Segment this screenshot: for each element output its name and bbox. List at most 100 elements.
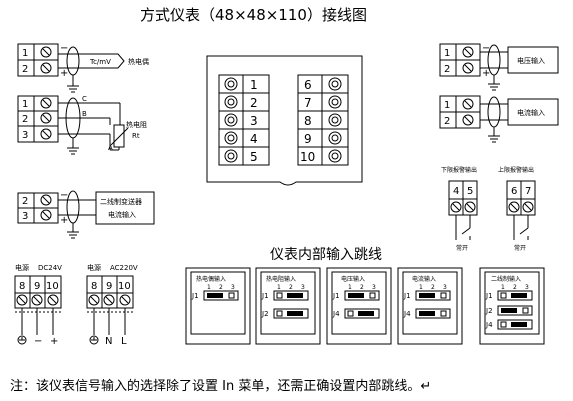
tc-probe	[88, 53, 125, 69]
curr-source-box	[507, 98, 559, 126]
volt-terminal-2: 2	[444, 64, 450, 75]
thermocouple-block: 1 2 − + Tc/mV 热电偶	[17, 43, 149, 93]
jumper-j4-label: J4	[403, 310, 411, 318]
twowire-minus: −	[60, 190, 68, 201]
volt-minus: −	[482, 43, 490, 54]
jumper-section-title: 仪表内部输入跳线	[270, 247, 382, 263]
rtd-label-b: B	[82, 110, 87, 118]
power-dc-label: 电源	[15, 263, 29, 272]
svg-text:2: 2	[219, 284, 223, 291]
jumper-j2-label: J2	[261, 310, 269, 318]
alarm-high-contact: 常开	[514, 244, 526, 252]
svg-text:1: 1	[501, 284, 505, 291]
page-title: 方式仪表（48×48×110）接线图	[140, 6, 367, 24]
rtd-resistor	[113, 124, 125, 148]
svg-text:3: 3	[525, 284, 529, 291]
volt-source-box	[507, 46, 559, 74]
rtd-label-c: C	[82, 95, 87, 103]
twowire-label-2: 电流输入	[108, 210, 136, 219]
svg-text:3: 3	[372, 284, 376, 291]
panel-terminal-8: 8	[304, 114, 312, 128]
rtd-terminal-2: 2	[22, 114, 28, 125]
tc-sensor-label: 热电偶	[128, 57, 149, 66]
jumper-title: 电压输入	[341, 275, 365, 283]
alarm-high-terminal-6: 6	[511, 186, 517, 197]
jumper-j1-label: J1	[332, 292, 340, 300]
power-ac-terminal-strip	[86, 275, 134, 309]
svg-text:2: 2	[360, 284, 364, 291]
curr-terminal-2: 2	[444, 116, 450, 127]
jumper-j1-label: J1	[485, 292, 493, 300]
volt-plus: +	[482, 68, 490, 79]
svg-text:3: 3	[231, 284, 235, 291]
twowire-plus: +	[60, 215, 68, 226]
alarm-low-terminal-5: 5	[467, 186, 473, 197]
footnote: 注：该仪表信号输入的选择除了设置 In 菜单，还需正确设置内部跳线。↵	[10, 378, 431, 394]
panel-terminal-5: 5	[250, 150, 258, 164]
jumper-j2-label: J2	[485, 307, 493, 315]
power-dc-plus: +	[50, 336, 58, 347]
earth-icon	[89, 335, 99, 345]
alarm-high-terminal-7: 7	[525, 186, 531, 197]
panel-terminal-7: 7	[304, 96, 312, 110]
jumper-title: 电流输入	[412, 275, 436, 283]
curr-label: 电流输入	[517, 108, 545, 117]
instrument-rear-panel: 1 2 3 4 5 6 7 8 9 10	[206, 55, 363, 186]
alarm-low-block: 下限报警输出 4 5 常开	[441, 166, 478, 252]
jumper-j1-label: J1	[261, 292, 269, 300]
tc-terminal-1: 1	[22, 48, 28, 59]
panel-terminal-1: 1	[250, 78, 258, 92]
svg-text:1: 1	[277, 284, 281, 291]
twowire-terminal-3: 3	[22, 211, 28, 222]
panel-terminal-6: 6	[304, 78, 312, 92]
svg-text:1: 1	[348, 284, 352, 291]
panel-terminal-9: 9	[304, 132, 312, 146]
rtd-sensor-label: 热电阻	[126, 120, 147, 129]
earth-icon	[17, 335, 27, 345]
power-dc-terminal-strip	[14, 275, 62, 309]
two-wire-block: 2 3 − + 二线制变送器 电流输入	[17, 190, 155, 239]
power-ac-terminal-9: 9	[106, 281, 112, 292]
power-ac-l: L	[121, 336, 127, 347]
power-ac-terminal-10: 10	[118, 281, 131, 292]
rtd-block: 1 2 3 C B A 热电阻 Rt	[17, 95, 147, 155]
alarm-low-label: 下限报警输出	[441, 166, 477, 174]
alarm-low-switch	[461, 227, 471, 235]
panel-terminal-4: 4	[250, 132, 258, 146]
svg-text:2: 2	[289, 284, 293, 291]
panel-left-strip	[218, 74, 270, 166]
tc-plus: +	[60, 68, 68, 79]
power-ac-n: N	[105, 336, 112, 347]
current-input-block: 1 2 电流输入	[439, 95, 559, 143]
alarm-low-contact: 常开	[456, 244, 468, 252]
tc-type-label: Tc/mV	[89, 58, 111, 66]
jumper-card-rtd: 热电阻输入 1 2 3 J1 J2	[255, 267, 321, 345]
svg-text:1: 1	[207, 284, 211, 291]
power-dc-terminal-9: 9	[34, 281, 40, 292]
twowire-terminal-2: 2	[22, 196, 28, 207]
jumper-card-thermocouple: 热电偶输入 1 2 3 J1	[185, 267, 251, 345]
rtd-terminal-3: 3	[22, 130, 28, 141]
alarm-high-label: 上限报警输出	[498, 166, 534, 174]
power-dc-terminal-8: 8	[19, 281, 25, 292]
power-ac-block: 电源 AC220V 8 9 10 N L	[86, 263, 138, 347]
alarm-high-switch	[519, 227, 529, 235]
power-ac-type: AC220V	[110, 264, 138, 272]
transmitter-box	[95, 191, 155, 225]
voltage-input-block: 1 2 − + 电压输入	[439, 43, 559, 91]
rtd-rt-label: Rt	[132, 132, 140, 140]
jumper-card-voltage: 电压输入 1 2 3 J1 J4	[326, 267, 392, 345]
panel-outline	[206, 55, 363, 186]
jumper-title: 热电偶输入	[196, 275, 226, 283]
tc-minus: −	[60, 43, 68, 54]
twowire-label-1: 二线制变送器	[100, 197, 142, 206]
svg-text:3: 3	[443, 284, 447, 291]
jumper-title: 二线制输入	[491, 275, 521, 283]
panel-terminal-2: 2	[250, 96, 258, 110]
panel-right-strip	[297, 74, 349, 166]
jumper-j4-label: J4	[332, 310, 340, 318]
svg-text:1: 1	[419, 284, 423, 291]
alarm-high-block: 上限报警输出 6 7 常开	[498, 166, 536, 252]
